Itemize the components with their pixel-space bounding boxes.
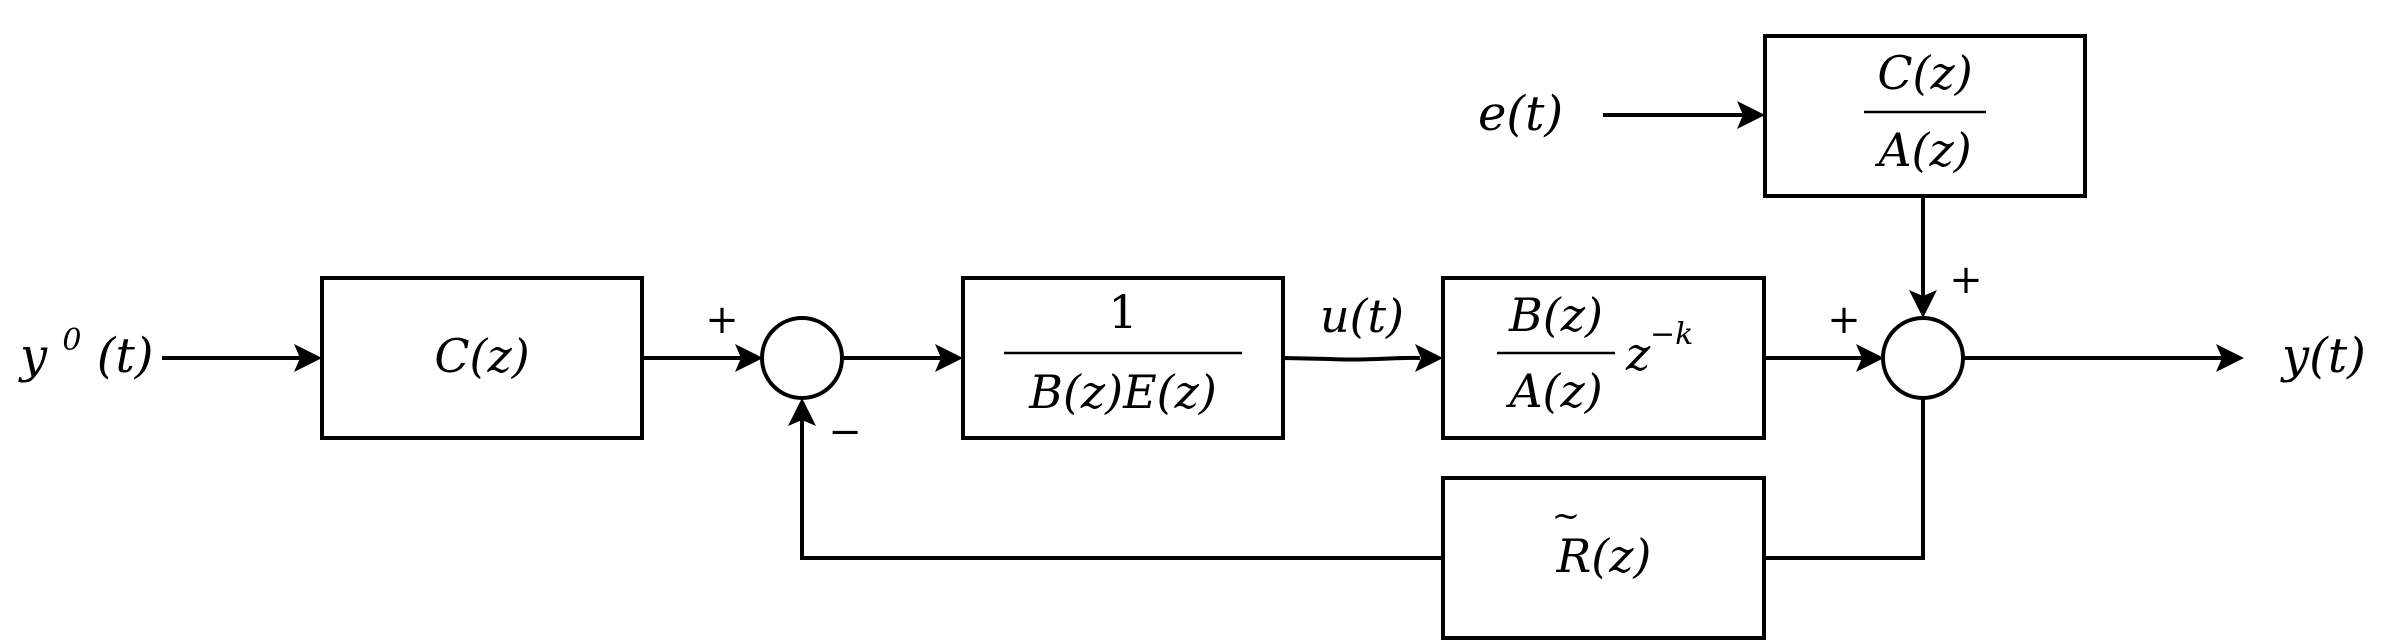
feedback-label: R(z) xyxy=(1556,529,1652,583)
plant-delay: z xyxy=(1625,327,1651,381)
sum1-plus-sign: + xyxy=(705,297,739,343)
reference-argument: (t) xyxy=(97,328,154,384)
summing-junction-1 xyxy=(760,316,844,400)
noise-filter-block: C(z) A(z) xyxy=(1763,34,2087,198)
plant-block: B(z) A(z) z −k xyxy=(1441,276,1766,440)
plant-box xyxy=(1441,276,1766,440)
arrowhead-noise-filter-input xyxy=(1737,101,1765,129)
noise-filter-numerator: C(z) xyxy=(1877,46,1972,100)
arrowhead-controller-input xyxy=(935,344,963,372)
control-signal-label: u(t) xyxy=(1320,289,1404,343)
reference-superscript: 0 xyxy=(62,323,81,358)
arrowhead-sum2-plant-input xyxy=(1856,344,1884,372)
arrowhead-output xyxy=(2216,344,2244,372)
plant-delay-exponent: −k xyxy=(1650,317,1693,352)
wire-feedback-to-sum1 xyxy=(800,420,1443,560)
reference-symbol: y xyxy=(18,328,48,384)
output-signal-label: y(t) xyxy=(2280,328,2366,384)
noise-filter-denominator: A(z) xyxy=(1874,123,1971,177)
controller-numerator: 1 xyxy=(1108,285,1137,339)
controller-block: 1 B(z)E(z) xyxy=(961,276,1285,440)
arrowhead-sum1-feedback-input xyxy=(788,398,816,426)
arrowhead-sum2-noise-input xyxy=(1909,290,1937,318)
summing-junction-2 xyxy=(1881,316,1965,400)
noise-signal-label: e(t) xyxy=(1478,86,1563,142)
arrowhead-plant-input xyxy=(1415,344,1443,372)
plant-numerator: B(z) xyxy=(1508,288,1603,342)
feedback-accent: ~ xyxy=(1552,496,1581,536)
reference-signal-label: y 0 (t) xyxy=(18,306,154,384)
arrowhead-sum1-input xyxy=(735,344,763,372)
controller-box xyxy=(961,276,1285,440)
wire-controller-to-plant xyxy=(1282,355,1421,362)
wire-output-to-feedback xyxy=(1764,398,1925,560)
sum1-minus-sign: − xyxy=(828,409,862,455)
prefilter-box xyxy=(320,276,644,440)
plant-denominator: A(z) xyxy=(1505,364,1602,418)
signal-wires xyxy=(162,101,2244,560)
prefilter-label: C(z) xyxy=(434,329,529,383)
sum2-plus-sign-left: + xyxy=(1827,297,1861,343)
arrowhead-prefilter-input xyxy=(294,344,322,372)
prefilter-block: C(z) xyxy=(320,276,644,440)
feedback-box xyxy=(1441,476,1766,640)
sum2-plus-sign-top: + xyxy=(1949,257,1983,303)
noise-filter-box xyxy=(1763,34,2087,198)
feedback-block: ~ R(z) xyxy=(1441,476,1766,640)
controller-denominator: B(z)E(z) xyxy=(1028,365,1217,419)
